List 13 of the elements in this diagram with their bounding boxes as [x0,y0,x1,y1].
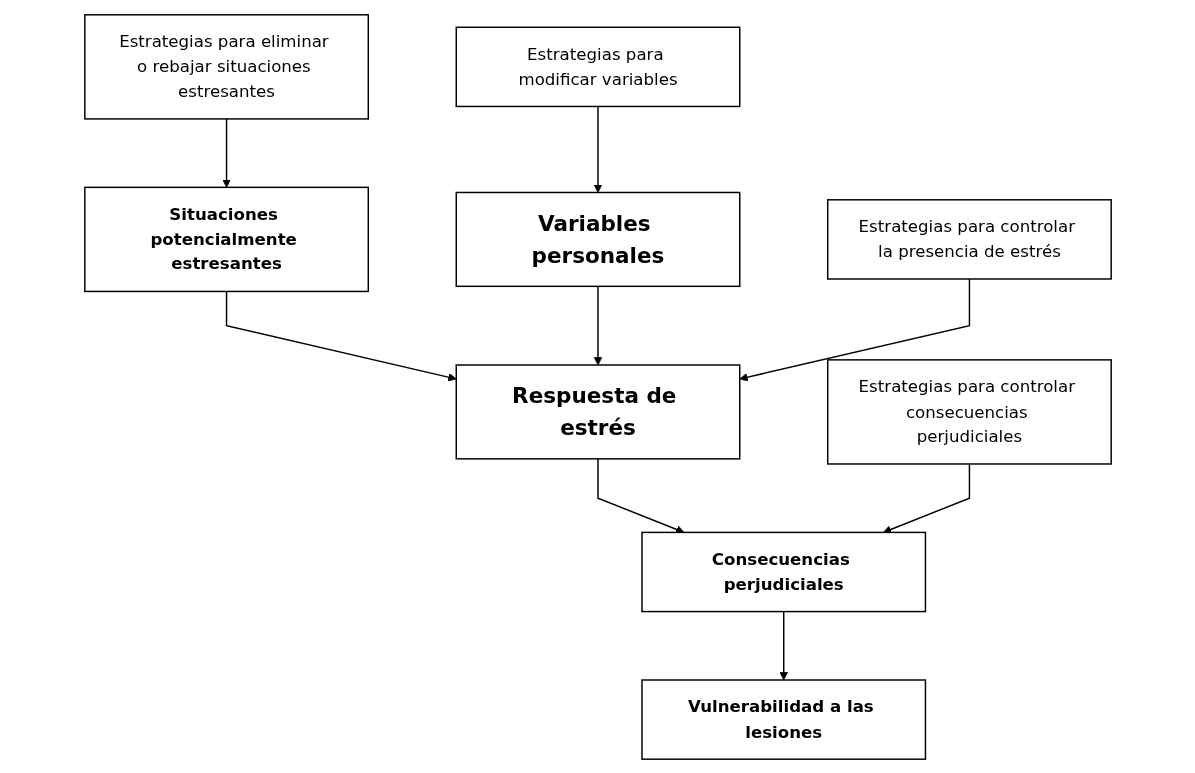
node-box: Variables personales [455,191,740,287]
node-box: Estrategias para eliminar o rebajar situaciones estresantes [83,13,369,120]
arrow [593,285,602,365]
node-box: Vulnerabilidad a las lesiones [640,678,926,760]
arrow [778,610,788,680]
node-box: Consecuencias perjudiciales [640,531,926,612]
node-box: Estrategias para modificar variables [455,26,740,107]
arrow [221,117,231,188]
node-box: Respuesta de estrés [455,363,740,460]
arrow [593,105,602,193]
node-box: Situaciones potencialmente estresantes [83,186,369,292]
node-box: Estrategias para controlar consecuencias perjudiciales [826,358,1112,465]
node-box: Estrategias para controlar la presencia de estrés [826,198,1112,280]
